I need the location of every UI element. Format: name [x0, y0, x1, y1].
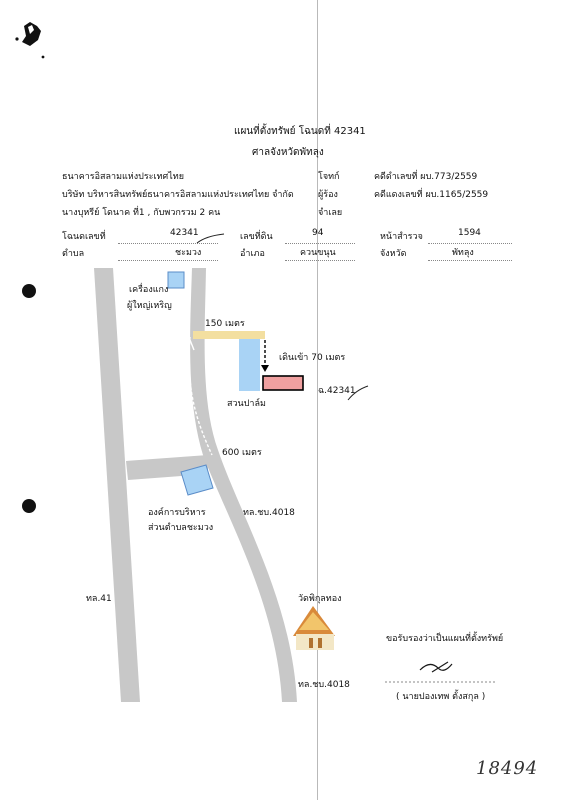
certify-text: ขอรับรองว่าเป็นแผนที่ตั้งทรัพย์: [386, 634, 504, 644]
distance-600-label: 600 เมตร: [222, 448, 262, 458]
walk-in-arrow-head: [261, 365, 269, 372]
route-path: [193, 331, 265, 339]
survey-label: หน้าสำรวจ: [380, 232, 423, 242]
co-plaintiff-role: ผู้ร้อง: [318, 190, 338, 200]
distance-150-label: 150 เมตร: [205, 319, 245, 329]
province-value: พัทลุง: [452, 248, 474, 258]
district-label: อำเภอ: [240, 249, 265, 259]
survey-underline: [428, 230, 512, 244]
land-underline: [285, 230, 355, 244]
road-4018: [190, 268, 297, 702]
palm-label: สวนปาล์ม: [227, 399, 266, 409]
province-underline: [428, 247, 512, 261]
plaintiff-name: ธนาคารอิสลามแห่งประเทศไทย: [62, 172, 184, 182]
district-underline: [285, 247, 355, 261]
factory-marker: [167, 271, 185, 289]
defendant-name: นางบุหรีย์ โดนาค ที่1 , กับพวกรวม 2 คน: [62, 208, 221, 218]
temple-picture: [293, 606, 335, 650]
target-plot: [262, 375, 304, 391]
signature: [419, 661, 453, 673]
province-label: จังหวัด: [380, 249, 407, 259]
ink-blot: [15, 22, 45, 59]
scan-fold-line: [317, 0, 318, 800]
black-case-number: คดีดำเลขที่ ผบ.773/2559: [374, 172, 478, 182]
deed-value: 42341: [170, 228, 199, 238]
court-name: ศาลจังหวัดพัทลุง: [252, 147, 324, 158]
org-label-1: องค์การบริหาร: [148, 508, 206, 518]
walk-in-label: เดินเข้า 70 เมตร: [279, 353, 346, 363]
plaintiff-role: โจทก์: [318, 172, 340, 182]
district-value: ควนขนุน: [300, 248, 336, 258]
route-arrow: [186, 337, 195, 351]
survey-value: 1594: [458, 228, 481, 238]
punch-hole-top: [22, 284, 36, 298]
handwritten-mark: [196, 233, 225, 244]
road-4018-bottom-label: ทล.ชบ.4018: [298, 680, 350, 690]
route-dashed-line: [188, 336, 213, 456]
plot-label-scribble: [347, 385, 369, 401]
factory-label-2: ผู้ใหญ่เหริญ: [127, 301, 172, 311]
temple-label: วัดพิกุลทอง: [298, 594, 342, 604]
land-value: 94: [312, 228, 324, 238]
subdistrict-underline: [118, 247, 218, 261]
land-label: เลขที่ดิน: [240, 232, 273, 242]
subdistrict-label: ตำบล: [62, 249, 85, 259]
road-4018-top-label: ทล.ชบ.4018: [243, 508, 295, 518]
red-case-number: คดีแดงเลขที่ ผบ.1165/2559: [374, 190, 489, 200]
defendant-role: จำเลย: [318, 208, 343, 218]
deed-label: โฉนดเลขที่: [62, 232, 106, 242]
plot-label: ฉ.42341: [318, 386, 356, 396]
certifier-name: ( นายปองเทพ ตั้งสกุล ): [396, 692, 486, 702]
org-office-marker: [180, 464, 214, 496]
co-plaintiff-name: บริษัท บริหารสินทรัพย์ธนาคารอิสลามแห่งปร…: [62, 190, 294, 200]
org-label-2: ส่วนตำบลชะมวง: [148, 523, 214, 533]
handwritten-number: 18494: [476, 758, 539, 779]
palm-plantation-area: [239, 339, 260, 391]
highway-41-label: ทล.41: [86, 594, 112, 604]
punch-hole-bottom: [22, 499, 36, 513]
deed-underline: [118, 230, 218, 244]
subdistrict-value: ชะมวง: [175, 248, 202, 258]
highway-41-road: [94, 268, 140, 702]
page-title: แผนที่ตั้งทรัพย์ โฉนดที่ 42341: [234, 126, 366, 137]
factory-label-1: เครื่องแกง: [129, 285, 169, 295]
